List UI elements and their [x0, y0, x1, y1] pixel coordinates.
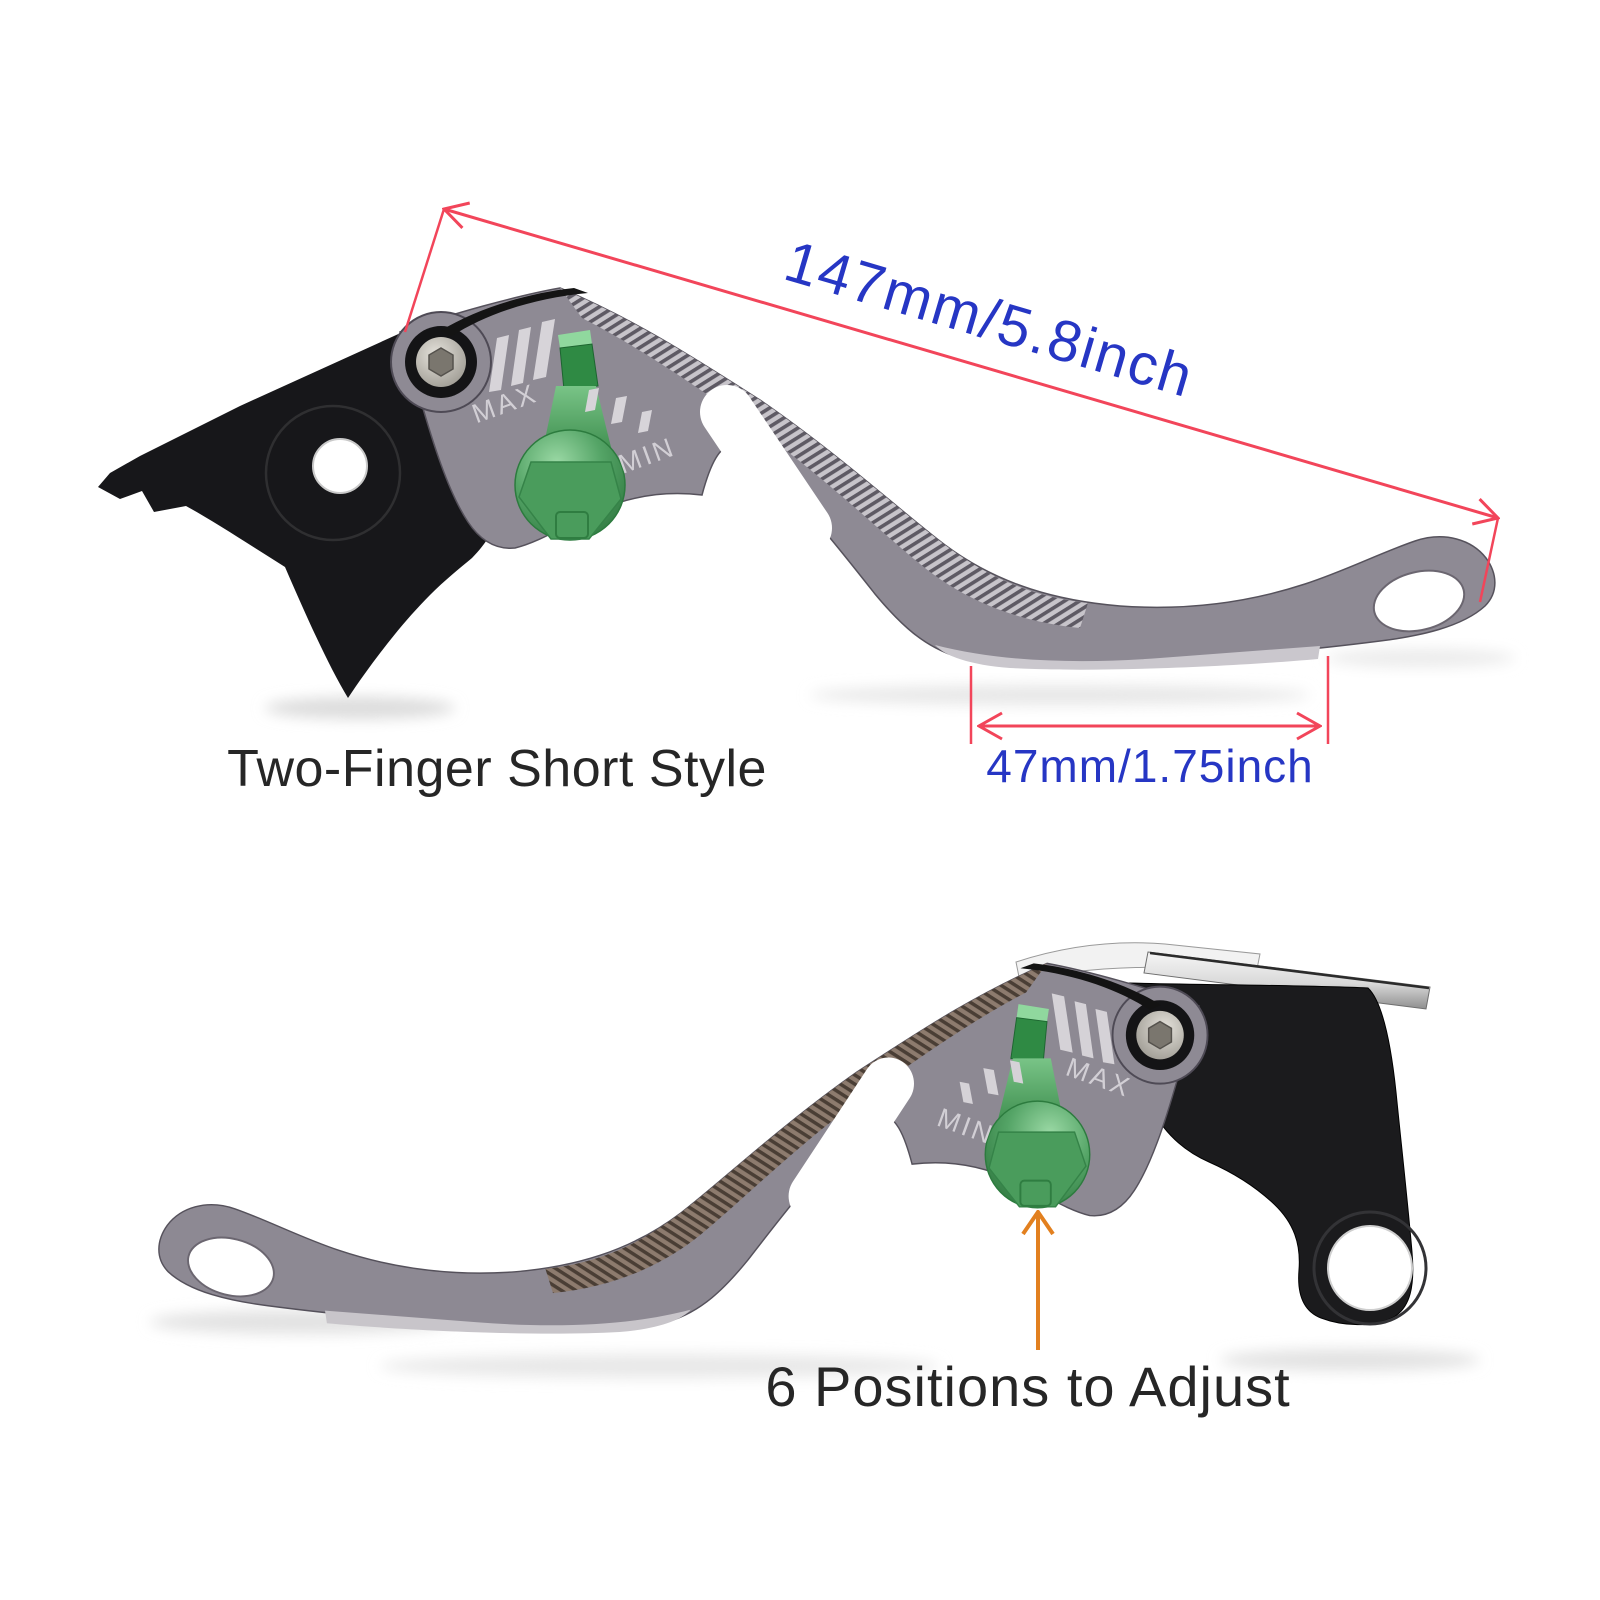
- shadow: [1220, 1349, 1480, 1371]
- chrome-edge-line: [1149, 951, 1430, 990]
- grip-length-label: 47mm/1.75inch: [986, 740, 1314, 792]
- bottom-lever: MIN MAX: [150, 942, 1480, 1378]
- adjust-caption: 6 Positions to Adjust: [765, 1355, 1290, 1418]
- witness-line-right: [1478, 517, 1500, 603]
- shadow: [265, 697, 455, 719]
- bracket-hole-ring: [1312, 1210, 1428, 1326]
- shadow: [810, 685, 1310, 705]
- top-lever: MAX MIN: [98, 287, 1515, 719]
- mirrored-lever-parts: [158, 962, 1209, 1334]
- lever-length-label: 147mm/5.8inch: [778, 228, 1202, 410]
- shadow: [1325, 649, 1515, 667]
- style-caption: Two-Finger Short Style: [227, 740, 767, 798]
- dimension-arrow-line: [444, 209, 1498, 518]
- bracket-hole: [1327, 1225, 1413, 1311]
- pivot-boss-ring: [264, 404, 402, 542]
- witness-line-left: [403, 208, 446, 333]
- pivot-hole: [312, 438, 368, 494]
- pivot-black-body: [98, 331, 505, 698]
- pivot-bolt: [1111, 985, 1209, 1085]
- grip-dimension-47mm: 47mm/1.75inch: [969, 656, 1330, 792]
- shadow: [380, 1354, 940, 1378]
